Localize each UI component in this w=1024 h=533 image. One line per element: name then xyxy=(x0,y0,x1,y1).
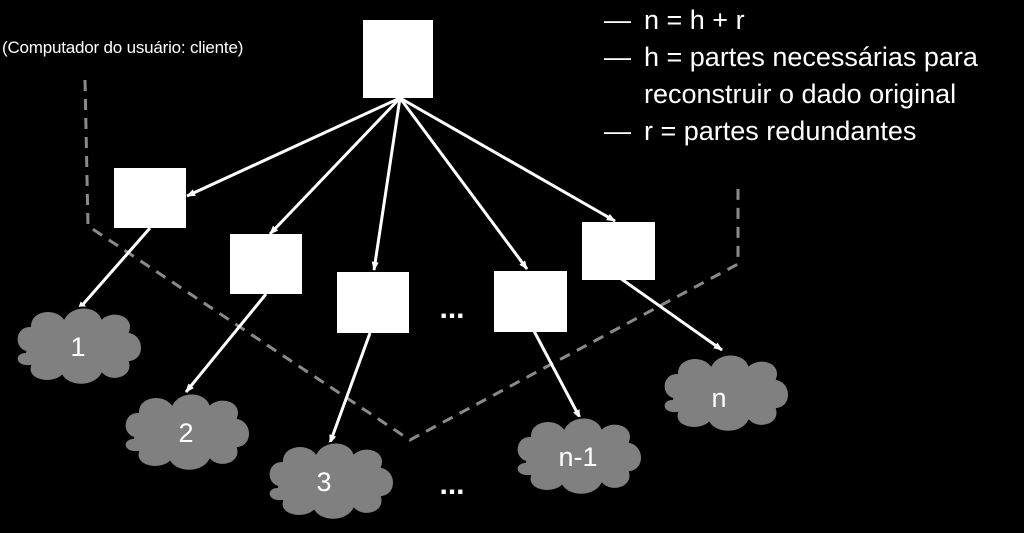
part-to-cloud-arrows xyxy=(76,227,723,444)
cloud-n-1: n-1 xyxy=(515,416,643,496)
arrow-to-part-n xyxy=(399,96,616,223)
arrow-to-cloud-n xyxy=(619,276,723,352)
legend-text-h-continued: reconstruir o dado original xyxy=(644,79,957,109)
source-data-box xyxy=(363,20,433,98)
legend-dash: — xyxy=(604,42,631,72)
legend-item-r: — r = partes redundantes xyxy=(604,113,978,150)
part-box-n-1 xyxy=(494,271,567,332)
cloud-3: 3 xyxy=(267,441,395,521)
part-box-2 xyxy=(230,234,302,294)
client-boundary-dashed-line xyxy=(83,79,740,442)
arrow-to-part-2 xyxy=(268,96,402,236)
arrow-to-cloud-1 xyxy=(76,227,152,311)
arrow-to-cloud-2 xyxy=(184,293,268,393)
cloud-label-3: 3 xyxy=(316,467,331,497)
ellipsis-parts: ... xyxy=(439,292,464,325)
part-box-3 xyxy=(337,272,409,333)
legend-text-n: n = h + r xyxy=(644,5,745,35)
cloud-label-n-1: n-1 xyxy=(558,442,597,472)
part-box-n xyxy=(582,222,655,280)
arrow-to-cloud-n-1 xyxy=(532,330,582,419)
client-computer-label: (Computador do usuário: cliente) xyxy=(2,38,244,57)
storage-clouds: 1 2 3 n-1 n xyxy=(15,306,790,521)
cloud-n: n xyxy=(662,353,790,433)
cloud-label-2: 2 xyxy=(178,418,193,448)
cloud-label-n: n xyxy=(711,383,726,413)
cloud-1: 1 xyxy=(15,306,143,386)
legend-dash: — xyxy=(604,5,631,35)
boxes xyxy=(114,20,655,333)
legend-text-h: h = partes necessárias para xyxy=(644,42,978,72)
cloud-label-1: 1 xyxy=(70,332,85,362)
part-box-1 xyxy=(114,168,186,228)
arrow-to-cloud-3 xyxy=(328,332,372,444)
arrow-to-part-3 xyxy=(371,97,402,271)
ellipsis-clouds: ... xyxy=(439,468,464,501)
legend-text-r: r = partes redundantes xyxy=(644,116,917,146)
arrow-to-part-n-1 xyxy=(398,97,529,270)
legend-item-h: — h = partes necessárias para xyxy=(604,39,978,76)
legend-item-n: — n = h + r xyxy=(604,2,978,39)
legend: — n = h + r — h = partes necessárias par… xyxy=(604,2,978,150)
arrow-to-part-1 xyxy=(186,96,401,198)
cloud-2: 2 xyxy=(123,392,251,472)
source-to-part-arrows xyxy=(186,96,616,271)
legend-dash: — xyxy=(604,116,631,146)
